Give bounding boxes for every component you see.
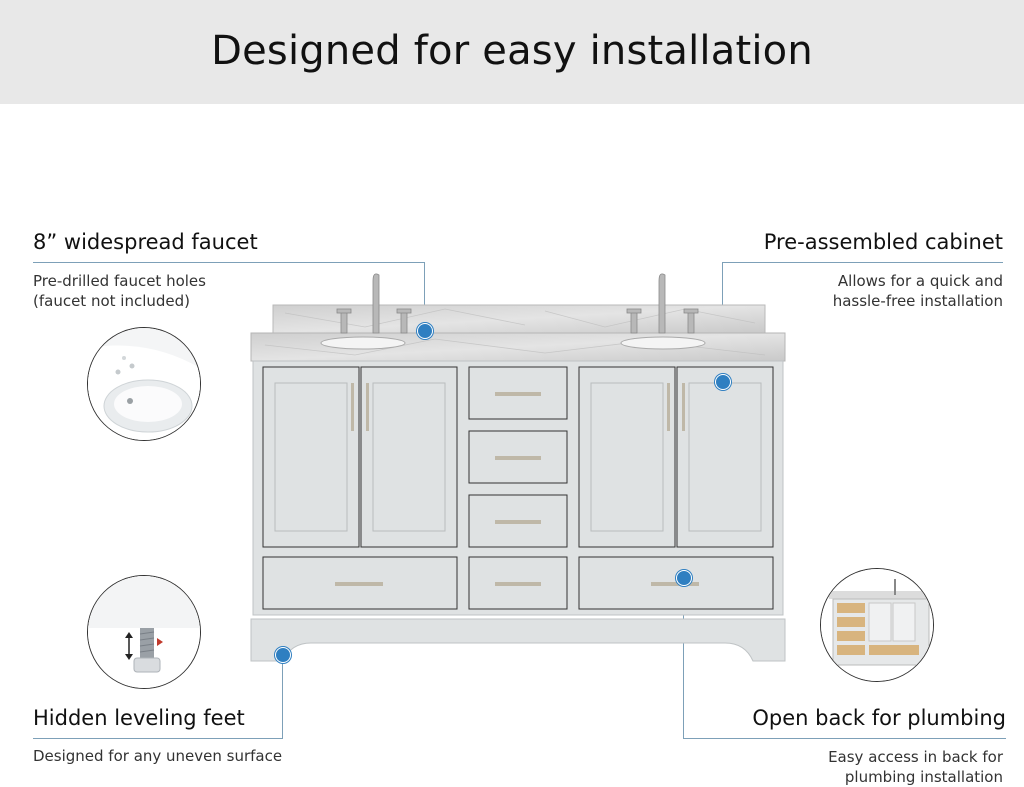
page-title: Designed for easy installation — [211, 28, 813, 74]
back-leader-line — [683, 738, 1006, 739]
faucet-leader-line — [33, 262, 425, 263]
left-sink — [320, 336, 406, 350]
back-feature-title: Open back for plumbing — [752, 706, 1006, 730]
open-back-closeup-icon — [820, 568, 934, 682]
faucet-feature-description: Pre-drilled faucet holes (faucet not inc… — [33, 272, 206, 310]
feet-callout-dot[interactable] — [275, 647, 291, 663]
feet-leader-line — [33, 738, 283, 739]
faucet-feature-title: 8” widespread faucet — [33, 230, 258, 254]
feet-leader-vertical — [282, 655, 283, 738]
back-leader-vertical — [683, 578, 684, 738]
right-faucet — [626, 273, 699, 334]
faucet-hole-closeup-icon — [87, 327, 201, 441]
faucet-leader-vertical — [424, 262, 425, 330]
back-callout-dot[interactable] — [676, 570, 692, 586]
leveling-foot-closeup-icon — [87, 575, 201, 689]
right-door-2 — [676, 366, 774, 548]
cabinet-leader-line — [722, 262, 1003, 263]
left-door-1 — [262, 366, 360, 548]
cabinet-feature-title: Pre-assembled cabinet — [763, 230, 1003, 254]
feet-feature-description: Designed for any uneven surface — [33, 747, 283, 765]
left-door-2 — [360, 366, 458, 548]
header-banner: Designed for easy installation — [0, 0, 1024, 104]
cabinet-callout-dot[interactable] — [715, 374, 731, 390]
cabinet-feature-description: Allows for a quick and hassle-free insta… — [832, 272, 1003, 310]
faucet-callout-dot[interactable] — [417, 323, 433, 339]
back-feature-description: Easy access in back for plumbing install… — [828, 748, 1003, 786]
vanity-illustration — [250, 273, 786, 662]
right-sink — [620, 336, 706, 350]
right-door-1 — [578, 366, 676, 548]
feet-feature-title: Hidden leveling feet — [33, 706, 245, 730]
cabinet-base — [250, 618, 786, 662]
left-faucet — [336, 273, 412, 334]
